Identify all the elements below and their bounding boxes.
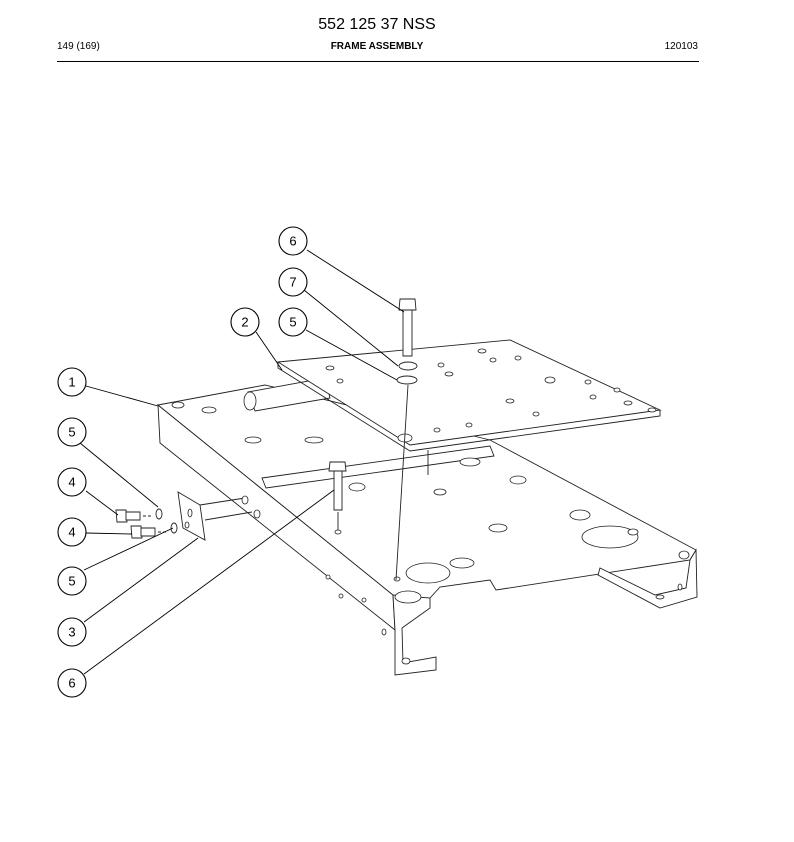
page-title: FRAME ASSEMBLY (330, 41, 424, 52)
callout-6-top: 6 (278, 226, 308, 256)
callout-label: 5 (289, 315, 296, 330)
mounting-plate (276, 339, 662, 452)
callout-label: 4 (68, 475, 75, 490)
callout-label: 6 (289, 234, 296, 249)
callout-label: 5 (68, 425, 75, 440)
callout-4-lower: 4 (57, 517, 87, 547)
callout-7: 7 (278, 267, 308, 297)
leader-lines (79, 249, 405, 675)
side-bracket (115, 491, 261, 541)
header-rule (57, 61, 699, 62)
callout-label: 6 (68, 676, 75, 691)
callout-label: 3 (68, 625, 75, 640)
callout-label: 5 (68, 574, 75, 589)
callout-label: 2 (241, 315, 248, 330)
top-bolt (395, 298, 429, 581)
revision-code: 120103 (664, 41, 698, 52)
callout-label: 7 (289, 275, 296, 290)
callout-5-mid: 5 (57, 417, 87, 447)
callout-1: 1 (57, 367, 87, 397)
page-number: 149 (169) (57, 41, 100, 52)
callout-label: 4 (68, 525, 75, 540)
lower-bolt (328, 461, 347, 530)
callout-5-top: 5 (278, 307, 308, 337)
callout-3: 3 (57, 617, 87, 647)
callout-2: 2 (230, 307, 260, 337)
document-number: 552 125 37 NSS (318, 16, 436, 33)
main-frame (156, 377, 698, 676)
callout-5-low: 5 (57, 566, 87, 596)
callout-label: 1 (68, 375, 75, 390)
callout-6-bottom: 6 (57, 668, 87, 698)
callout-4-upper: 4 (57, 467, 87, 497)
